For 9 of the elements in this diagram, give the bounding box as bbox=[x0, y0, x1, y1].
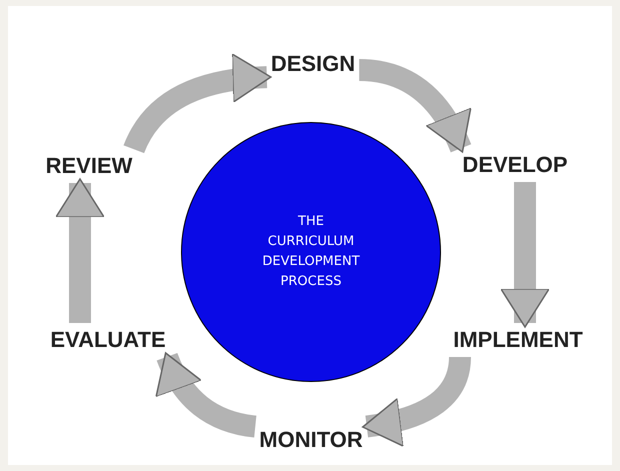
stage-label: IMPLEMENT bbox=[453, 327, 583, 353]
stage-label: DEVELOP bbox=[462, 152, 568, 178]
stage-label: MONITOR bbox=[259, 427, 363, 453]
curved-arrow bbox=[55, 178, 105, 323]
circle-label: THE CURRICULUM DEVELOPMENT PROCESS bbox=[261, 212, 361, 292]
stage-label: REVIEW bbox=[46, 153, 132, 179]
stage-label: DESIGN bbox=[270, 51, 356, 77]
curved-arrow bbox=[500, 182, 550, 328]
stage-label: EVALUATE bbox=[50, 327, 166, 353]
